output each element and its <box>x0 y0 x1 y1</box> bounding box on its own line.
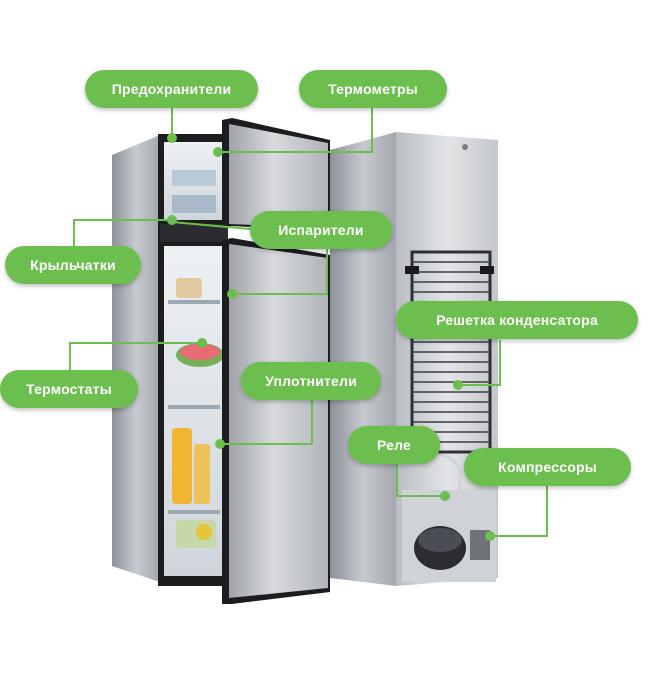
fridge-shelf <box>168 510 220 514</box>
food-box <box>176 278 202 298</box>
freezer-drawer <box>172 195 216 213</box>
watermelon-slice <box>180 344 220 360</box>
rear-fridge-side <box>330 132 396 586</box>
freezer-shelf <box>172 170 216 186</box>
label-thermostats: Термостаты <box>0 370 138 408</box>
connector-fans <box>73 219 172 246</box>
connector-thermometers <box>218 107 373 153</box>
label-relay: Реле <box>348 426 440 464</box>
juice-bottle <box>172 428 192 504</box>
connector-dots <box>167 133 495 541</box>
compartment-divider <box>160 224 228 242</box>
connector-lines <box>69 107 548 537</box>
rear-fridge <box>330 132 498 586</box>
label-seals: Уплотнители <box>241 362 381 400</box>
juice-bottle <box>194 444 210 504</box>
label-compressors: Компрессоры <box>464 448 631 486</box>
label-fuses: Предохранители <box>85 70 258 108</box>
fridge-side-panel <box>112 135 160 582</box>
connector-condenser <box>458 340 501 386</box>
front-fridge <box>112 134 228 586</box>
fridge-shelf <box>168 300 220 304</box>
condenser-clip <box>480 266 494 274</box>
connector-thermostats <box>69 342 202 370</box>
fridge-shelf <box>168 405 220 409</box>
label-condenser-grille: Решетка конденсатора <box>396 301 638 339</box>
condenser-clip <box>405 266 419 274</box>
label-fans: Крыльчатки <box>5 246 141 284</box>
connector-relay <box>396 462 445 497</box>
connector-seals <box>220 397 313 445</box>
lemon <box>196 524 212 540</box>
freezer-door <box>229 124 328 228</box>
fridge-door <box>229 244 328 598</box>
screw <box>462 144 468 150</box>
connector-evaporators-top <box>171 221 251 230</box>
connector-compressors <box>490 485 548 537</box>
connector-evaporators <box>232 249 328 295</box>
label-thermometers: Термометры <box>299 70 447 108</box>
compressor-tube <box>418 453 462 500</box>
label-evaporators: Испарители <box>250 211 392 249</box>
relay-box <box>470 530 490 560</box>
compressor-top <box>418 528 462 552</box>
